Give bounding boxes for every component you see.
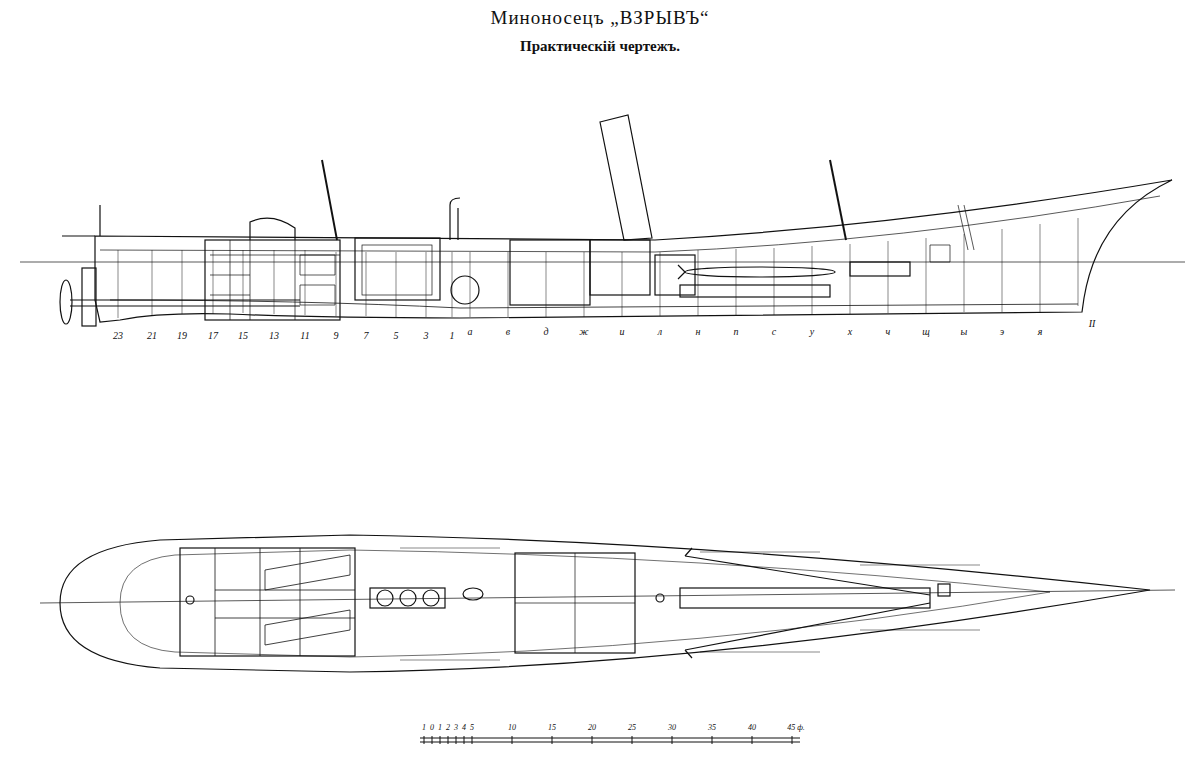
plan-centerline bbox=[40, 590, 1175, 603]
plan-funnel bbox=[377, 590, 393, 606]
frame-number: 17 bbox=[208, 330, 218, 341]
aft-mast bbox=[322, 160, 337, 240]
plan-hatch bbox=[186, 596, 194, 604]
frame-letter: ч bbox=[886, 326, 891, 337]
frame-number: 23 bbox=[113, 330, 123, 341]
propeller bbox=[60, 280, 72, 324]
drawing-subtitle: Практическій чертежъ. bbox=[520, 38, 680, 55]
ventilator bbox=[450, 198, 460, 240]
scale-number: 40 bbox=[748, 724, 756, 733]
frame-number: 19 bbox=[177, 330, 187, 341]
frame-letter: х bbox=[848, 326, 852, 337]
scale-number: 4 bbox=[462, 724, 466, 733]
plan-ventilator bbox=[463, 588, 483, 600]
scale-number: 1 bbox=[422, 724, 426, 733]
scale-number: 5 bbox=[470, 724, 474, 733]
plan-hatch-cross bbox=[515, 553, 635, 653]
frame-letter: у bbox=[810, 326, 814, 337]
deckhouse bbox=[355, 238, 440, 300]
scale-number: 35 bbox=[708, 724, 716, 733]
ladder bbox=[930, 205, 974, 262]
fore-mast bbox=[830, 160, 846, 240]
frame-number: 7 bbox=[364, 330, 369, 341]
fan bbox=[451, 276, 479, 304]
plan-funnel bbox=[423, 590, 439, 606]
plan-plating bbox=[400, 548, 980, 660]
inner-deck-line bbox=[100, 196, 1160, 252]
frame-letter: с bbox=[772, 326, 776, 337]
deckhouse-inner bbox=[362, 245, 432, 295]
torpedo bbox=[685, 267, 835, 277]
scale-line bbox=[420, 736, 800, 744]
frame-number: 9 bbox=[334, 330, 339, 341]
scale-number: 20 bbox=[588, 724, 596, 733]
frame-number: 11 bbox=[300, 330, 309, 341]
funnel bbox=[600, 115, 652, 240]
boiler bbox=[510, 240, 590, 305]
plan-cabin-bulkheads bbox=[215, 548, 355, 656]
scale-number: 0 bbox=[430, 724, 434, 733]
rudder bbox=[82, 268, 96, 326]
plan-inner-line bbox=[120, 550, 1050, 657]
frame-letter: л bbox=[658, 326, 662, 337]
plan-fitting bbox=[938, 584, 950, 596]
plan-torpedo-tube bbox=[680, 588, 930, 608]
plan-outline bbox=[60, 535, 1150, 672]
scale-number: 25 bbox=[628, 724, 636, 733]
aft-cabin bbox=[205, 240, 340, 320]
plan-cabin bbox=[180, 548, 355, 656]
frame-letter: п bbox=[734, 326, 739, 337]
plan-torpedoes bbox=[685, 548, 930, 658]
scale-number: 1 bbox=[438, 724, 442, 733]
frame-lines bbox=[118, 218, 1078, 318]
keel-line bbox=[110, 300, 1078, 308]
plan-funnels-base bbox=[370, 588, 445, 608]
scale-number: 10 bbox=[508, 724, 516, 733]
scale-bar bbox=[420, 736, 800, 744]
torpedo-tube bbox=[680, 285, 830, 297]
frame-number: 21 bbox=[147, 330, 157, 341]
frame-letter: а bbox=[468, 326, 473, 337]
plan-funnel bbox=[400, 590, 416, 606]
skylight bbox=[250, 218, 295, 240]
frame-letter: щ bbox=[922, 326, 930, 337]
frame-letter: ы bbox=[961, 326, 968, 337]
scale-number: 3 bbox=[454, 724, 458, 733]
plan-hatch-large bbox=[515, 553, 635, 653]
frame-number: 5 bbox=[394, 330, 399, 341]
flagstaff bbox=[62, 205, 100, 236]
waterline bbox=[20, 262, 1185, 263]
plan-mast bbox=[656, 594, 664, 602]
scale-number: 2 bbox=[446, 724, 450, 733]
cabin-fittings bbox=[210, 240, 340, 320]
plan-view bbox=[40, 535, 1175, 672]
frame-letter: и bbox=[620, 326, 625, 337]
scale-number: 45 ф. bbox=[787, 724, 805, 733]
frame-letter: н bbox=[696, 326, 701, 337]
scale-number: 15 bbox=[548, 724, 556, 733]
frame-letter: э bbox=[1000, 326, 1004, 337]
frame-letter: II bbox=[1089, 318, 1096, 329]
frame-letter: д bbox=[543, 326, 548, 337]
boiler bbox=[590, 240, 650, 295]
frame-letter: я bbox=[1038, 326, 1043, 337]
frame-letter: ж bbox=[579, 326, 588, 337]
frame-number: 3 bbox=[424, 330, 429, 341]
engine bbox=[655, 255, 695, 295]
side-profile bbox=[20, 115, 1185, 326]
hull-outline bbox=[95, 180, 1172, 322]
fore-hatch bbox=[850, 262, 910, 276]
frame-number: 1 bbox=[450, 330, 455, 341]
frame-number: 13 bbox=[269, 330, 279, 341]
propeller-shaft bbox=[70, 300, 300, 306]
frame-letter: в bbox=[506, 326, 510, 337]
torpedo-fins bbox=[678, 265, 685, 279]
frame-number: 15 bbox=[238, 330, 248, 341]
scale-number: 30 bbox=[668, 724, 676, 733]
drawing-title: Миноносецъ „ВЗРЫВЪ“ bbox=[491, 8, 710, 29]
